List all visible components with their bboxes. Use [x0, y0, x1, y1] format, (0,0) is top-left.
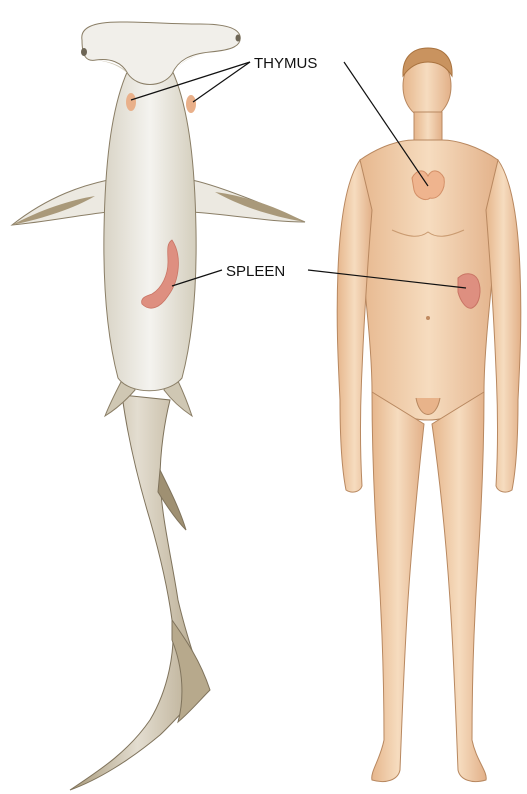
- shark-thymus-left: [126, 93, 136, 111]
- human-leg-left: [372, 392, 424, 782]
- shark-eye-right: [236, 35, 241, 42]
- thymus-label: THYMUS: [254, 55, 317, 72]
- human-leg-right: [432, 392, 486, 782]
- shark-tail: [70, 395, 205, 790]
- shark-thymus-right: [186, 95, 196, 113]
- spleen-label: SPLEEN: [226, 263, 285, 280]
- human-figure: [337, 48, 521, 782]
- shark-body: [104, 70, 196, 391]
- shark-eye-left: [81, 48, 87, 56]
- hammerhead-shark: [12, 22, 305, 790]
- shark-hammer-head: [82, 22, 240, 85]
- human-arm-left: [337, 160, 372, 492]
- thymus-leader-shark-right: [193, 62, 250, 102]
- human-navel: [426, 316, 430, 320]
- human-arm-right: [486, 160, 521, 492]
- human-neck: [414, 112, 442, 140]
